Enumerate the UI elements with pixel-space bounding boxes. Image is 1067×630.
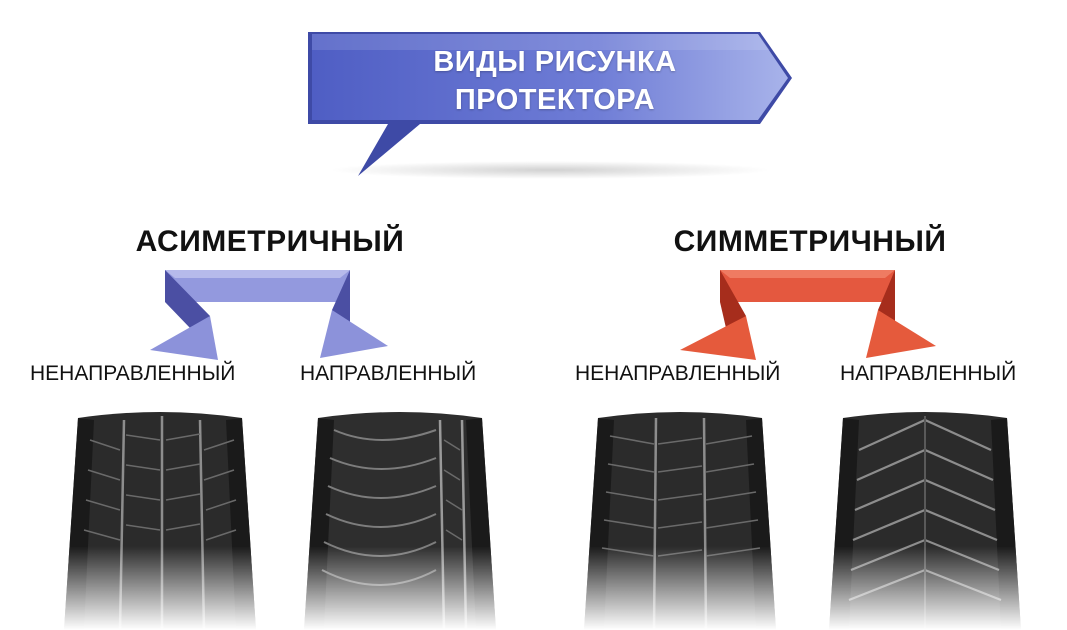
symmetric-directional-label: НАПРАВЛЕННЫЙ [840,362,1017,385]
asymmetric-nondirectional-label: НЕНАПРАВЛЕННЫЙ [30,362,236,385]
asymmetric-directional-label: НАПРАВЛЕННЫЙ [300,362,477,385]
banner-title-line-2: ПРОТЕКТОРА [454,84,656,116]
tire-asymmetric-nondirectional-icon [64,412,256,630]
tire-symmetric-nondirectional-icon [584,412,776,630]
tire-asymmetric-directional-icon [304,412,496,630]
title-banner: ВИДЫ РИСУНКА ПРОТЕКТОРА [300,30,800,180]
banner-title: ВИДЫ РИСУНКА ПРОТЕКТОРА [320,43,790,119]
symmetric-group: СИММЕТРИЧНЫЙ НЕНАПРАВЛЕННЫЙ НАПРАВЛЕННЫЙ [560,220,1060,630]
tire-symmetric-directional-icon [829,412,1021,630]
symmetric-split-arrow-icon [680,270,936,360]
banner-shape [308,32,792,179]
asymmetric-split-arrow-icon [150,270,388,360]
asymmetric-group: АСИМЕТРИЧНЫЙ НЕНАПРАВЛЕННЫЙ НАПРАВЛЕННЫЙ [20,220,520,630]
asymmetric-title: АСИМЕТРИЧНЫЙ [135,225,405,258]
symmetric-title: СИММЕТРИЧНЫЙ [673,225,947,258]
symmetric-nondirectional-label: НЕНАПРАВЛЕННЫЙ [575,362,781,385]
banner-title-line-1: ВИДЫ РИСУНКА [433,46,677,78]
